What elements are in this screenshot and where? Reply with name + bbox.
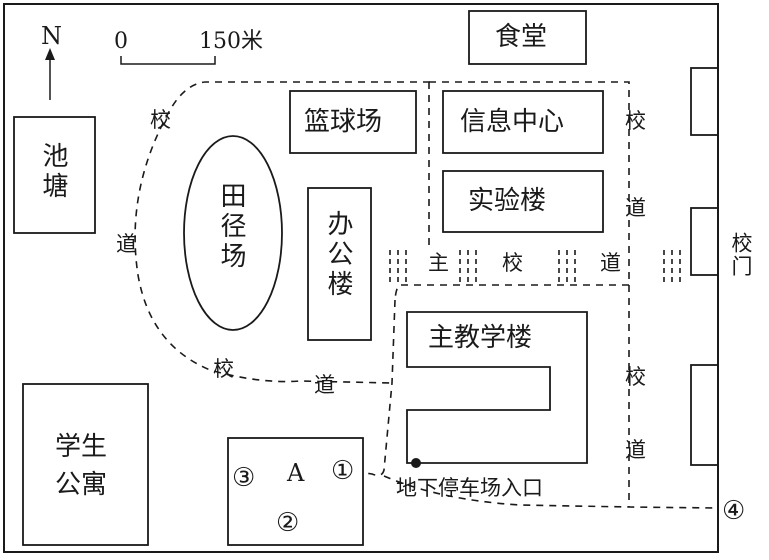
lab-building-label: 实验楼 [468, 186, 547, 216]
campus-road-west-loop [134, 81, 430, 384]
road-label-xiao-3: 校 [625, 109, 646, 133]
school-gate-label: 校门 [729, 232, 753, 278]
road-label-dao-3: 道 [625, 196, 646, 220]
school-gate[interactable] [690, 207, 719, 276]
main-road-label-3: 道 [600, 251, 621, 275]
info-center-label: 信息中心 [460, 107, 565, 137]
point-1-label[interactable]: ① [331, 456, 355, 486]
east-structure-north [690, 67, 719, 136]
lab-building[interactable] [442, 170, 604, 233]
track-field-label: 田径场 [216, 182, 246, 272]
basketball-court[interactable] [289, 90, 417, 154]
road-label-dao-4: 道 [625, 438, 646, 462]
campus-road-teaching-loop [364, 299, 396, 477]
main-teaching-building-label: 主教学楼 [428, 323, 533, 353]
road-label-xiao-4: 校 [625, 365, 646, 389]
site-A[interactable] [227, 437, 364, 546]
main-road-label-1: 主 [428, 251, 449, 275]
canteen-building[interactable] [468, 10, 587, 65]
track-field[interactable] [183, 135, 283, 331]
dormitory-building[interactable] [22, 383, 149, 546]
office-building[interactable] [307, 187, 372, 341]
campus-boundary [3, 3, 719, 553]
main-teaching-building[interactable] [406, 311, 588, 464]
pond-label: 池塘 [38, 142, 68, 202]
north-arrow-icon [45, 48, 55, 100]
info-center-building[interactable] [442, 90, 604, 154]
road-label-dao-2: 道 [314, 373, 335, 397]
east-structure-south [690, 364, 719, 466]
road-label-xiao-2: 校 [213, 357, 234, 381]
road-label-xiao-1: 校 [150, 108, 171, 132]
office-building-label: 办公楼 [323, 210, 353, 300]
parking-entrance-marker[interactable] [411, 458, 421, 468]
point-3-label[interactable]: ③ [232, 463, 256, 493]
scale-start-label: 0 [114, 29, 128, 54]
main-road-label-2: 校 [502, 251, 523, 275]
parking-entrance-label: 地下停车场入口 [396, 476, 543, 500]
canteen-label: 食堂 [495, 22, 548, 52]
scale-bar [120, 56, 216, 65]
road-label-dao-1: 道 [116, 232, 137, 256]
pond[interactable] [13, 116, 96, 234]
compass-label: N [41, 22, 62, 50]
point-2-label[interactable]: ② [276, 508, 300, 538]
point-4-label[interactable]: ④ [722, 496, 746, 526]
dormitory-label: 学生公寓 [55, 432, 108, 500]
site-A-label: A [287, 459, 305, 487]
campus-road-to-point-4 [383, 475, 716, 509]
scale-end-label: 150米 [199, 29, 263, 54]
basketball-court-label: 篮球场 [304, 107, 383, 137]
